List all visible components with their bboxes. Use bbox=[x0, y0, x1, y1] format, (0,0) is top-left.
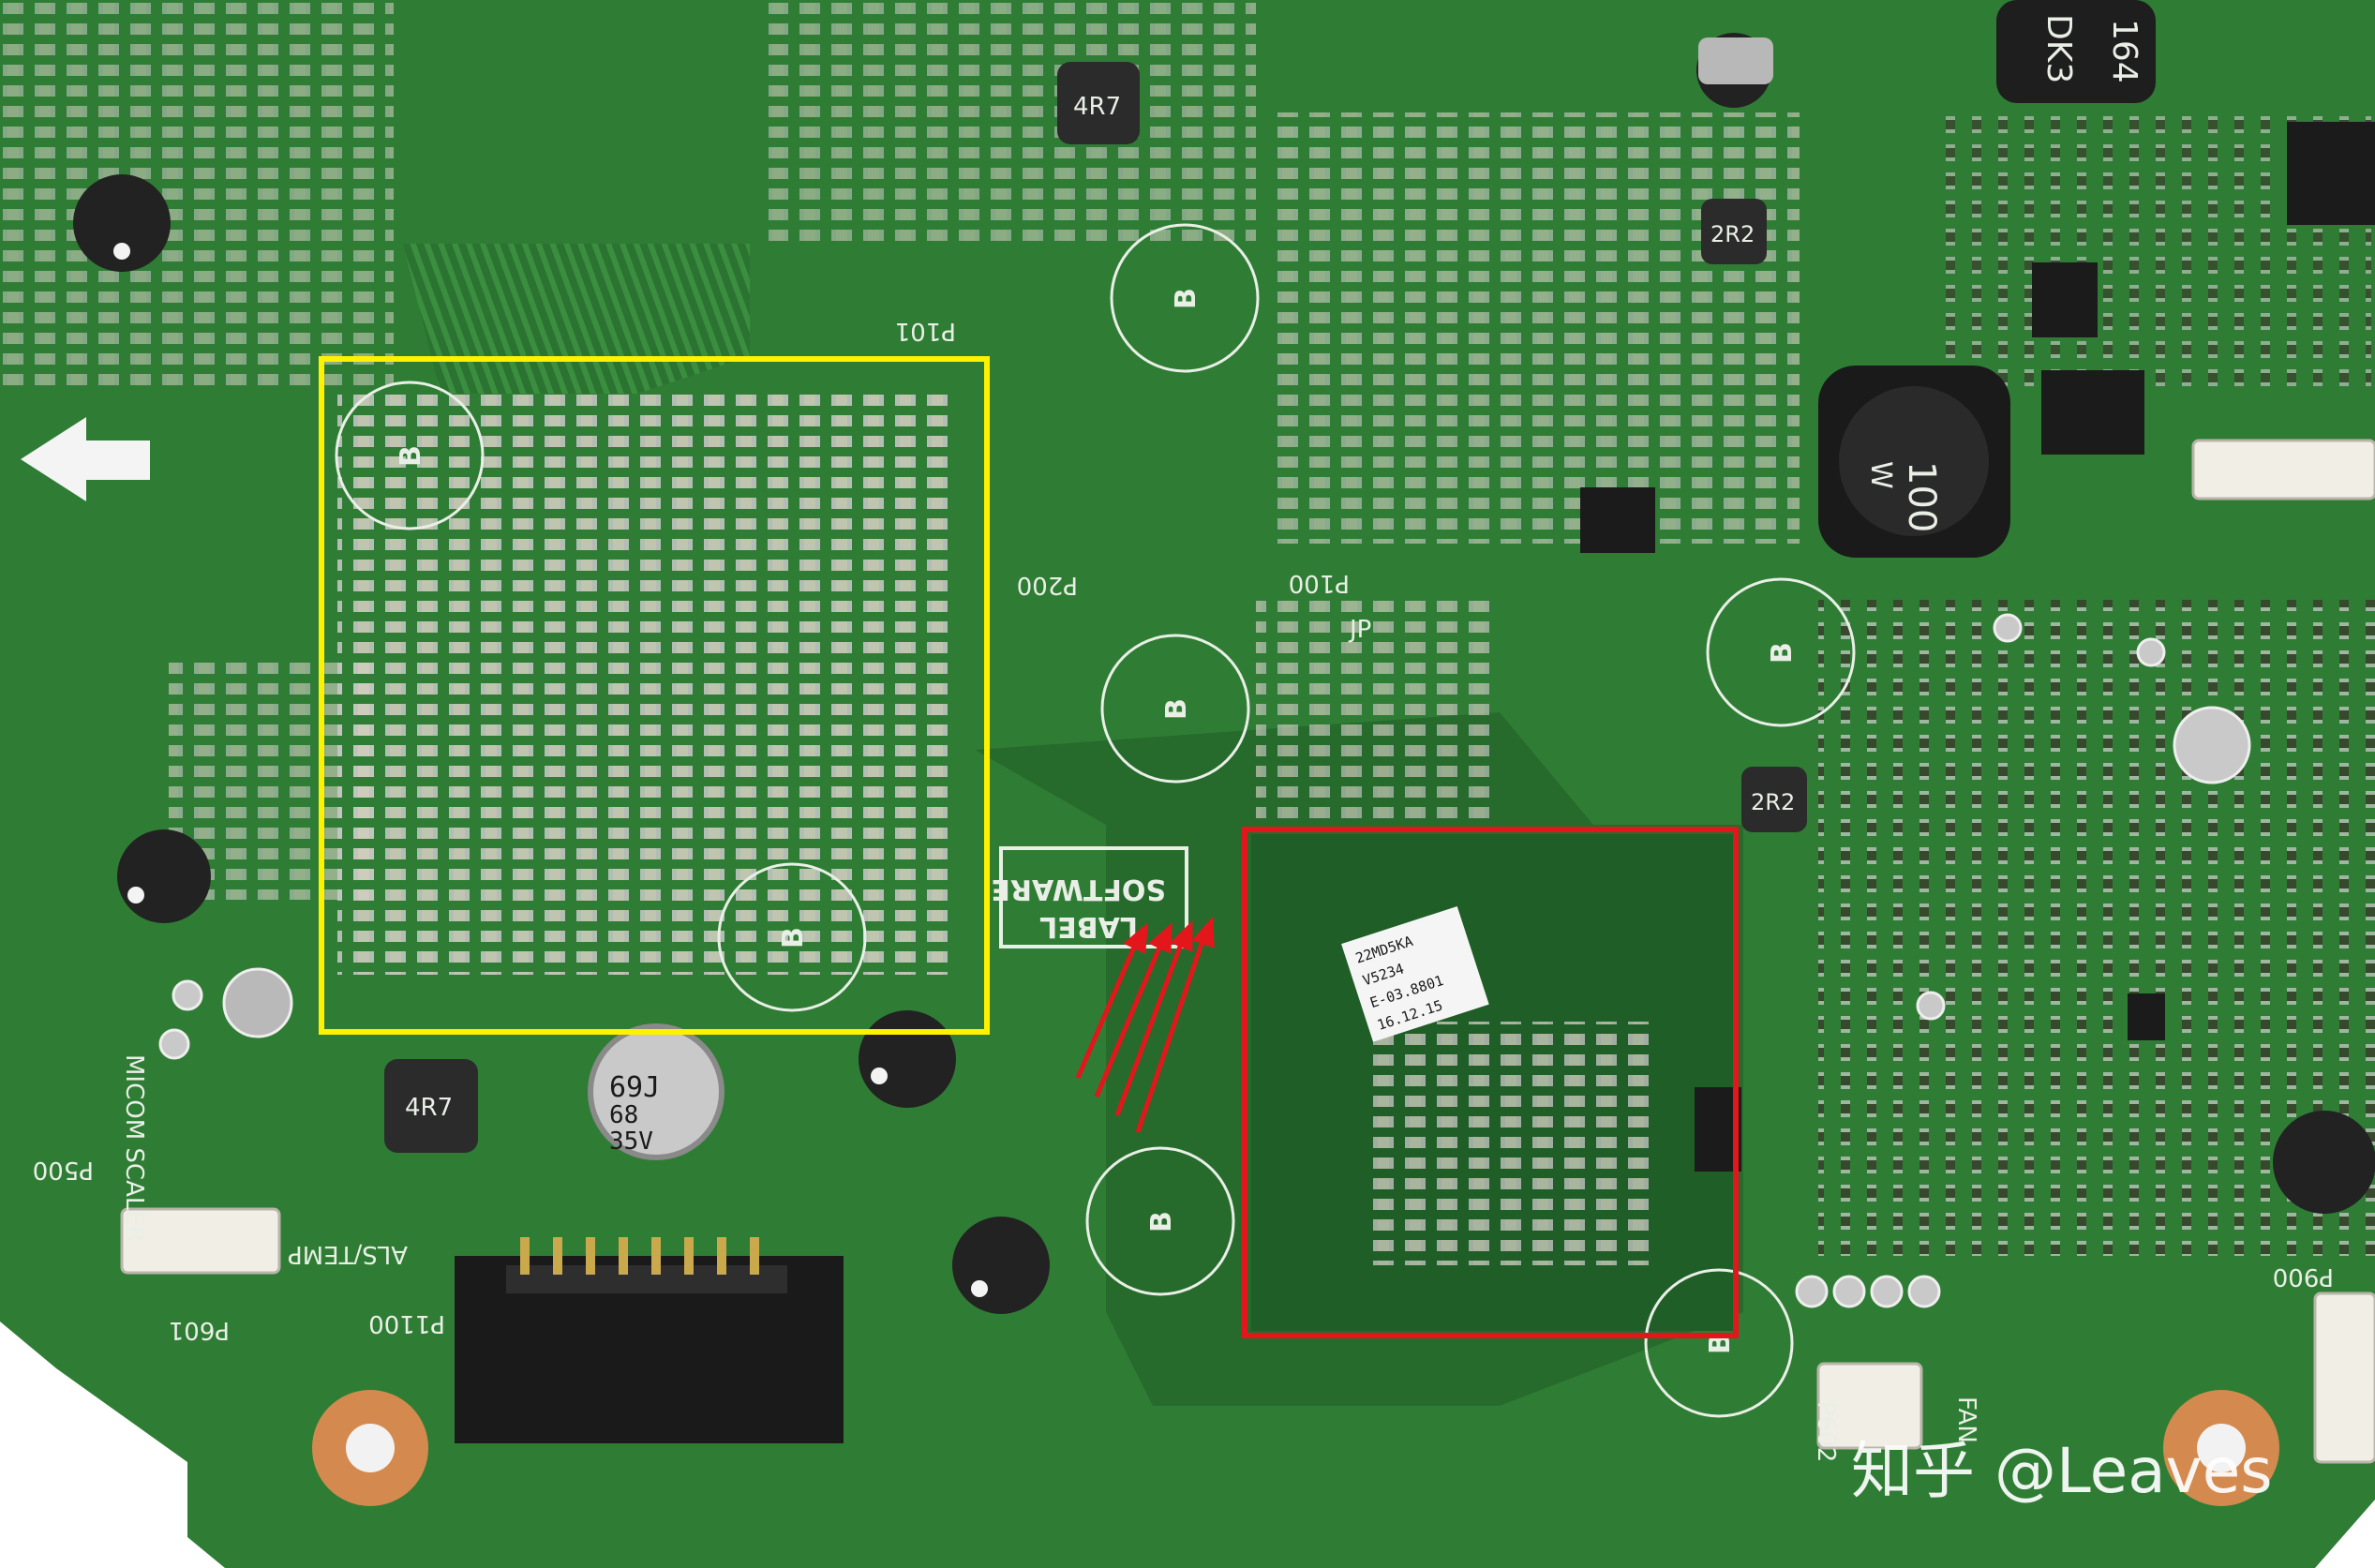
svg-text:4R7: 4R7 bbox=[405, 1094, 453, 1122]
svg-text:164: 164 bbox=[2105, 19, 2143, 83]
test-zone-label: B bbox=[1766, 642, 1799, 664]
label-als-temp: ALS/TEMP bbox=[288, 1240, 408, 1268]
label-p100: P100 bbox=[1289, 569, 1350, 597]
svg-text:4R7: 4R7 bbox=[1073, 93, 1121, 121]
arrow-marking-icon bbox=[21, 417, 150, 501]
inductor-dk3: DK3 164 bbox=[1996, 0, 2156, 103]
electrolytic-capacitor: 69J 68 35V bbox=[588, 1023, 724, 1160]
test-zone-label: B bbox=[777, 927, 810, 948]
svg-text:SOFTWARE: SOFTWARE bbox=[991, 873, 1166, 905]
svg-text:68: 68 bbox=[609, 1101, 638, 1129]
svg-text:69J: 69J bbox=[609, 1071, 660, 1104]
svg-text:LABEL: LABEL bbox=[1039, 910, 1138, 943]
test-zone-label: B bbox=[1145, 1211, 1178, 1232]
label-p1100: P1100 bbox=[368, 1309, 445, 1337]
inductor-2r2: 2R2 2R2 bbox=[1701, 199, 1807, 832]
test-zone-label: B bbox=[1170, 288, 1202, 309]
small-connector bbox=[120, 439, 2375, 1464]
yellow-highlight-box bbox=[319, 356, 990, 1035]
red-arrow-group bbox=[1075, 916, 1215, 1133]
test-zone-label: B bbox=[1160, 698, 1193, 720]
svg-text:100: 100 bbox=[1900, 461, 1943, 532]
red-highlight-box bbox=[1242, 827, 1739, 1338]
serial-sticker: 22MD5KA V5234 E-03.8801 16.12.15 bbox=[1341, 905, 1489, 1042]
svg-text:DK3: DK3 bbox=[2039, 14, 2078, 83]
svg-text:35V: 35V bbox=[609, 1127, 653, 1156]
label-p101: P101 bbox=[895, 317, 956, 345]
svg-text:W: W bbox=[1864, 461, 1897, 489]
svg-text:2R2: 2R2 bbox=[1710, 221, 1755, 247]
watermark: 知乎 @Leaves bbox=[1851, 1435, 2273, 1507]
main-connector bbox=[455, 1237, 844, 1443]
label-p900: P900 bbox=[2273, 1262, 2334, 1291]
software-label-box: SOFTWARE LABEL bbox=[991, 846, 1188, 948]
label-p602: P602 bbox=[1812, 1401, 1840, 1462]
test-zone-label: B bbox=[395, 445, 427, 467]
label-p601: P601 bbox=[169, 1316, 230, 1344]
label-fan: FAN bbox=[1952, 1396, 1980, 1443]
label-micom-scaler: MICOM SCALER bbox=[120, 1054, 148, 1243]
mounting-hole bbox=[312, 1390, 2279, 1506]
label-jp: JP bbox=[1348, 616, 1371, 644]
svg-text:2R2: 2R2 bbox=[1751, 789, 1795, 815]
inductor-100: 100 W bbox=[1818, 366, 2010, 558]
inductor-4r7: 4R7 4R7 bbox=[384, 62, 1140, 1153]
label-p500: P500 bbox=[33, 1156, 94, 1184]
label-p200: P200 bbox=[1017, 571, 1078, 599]
